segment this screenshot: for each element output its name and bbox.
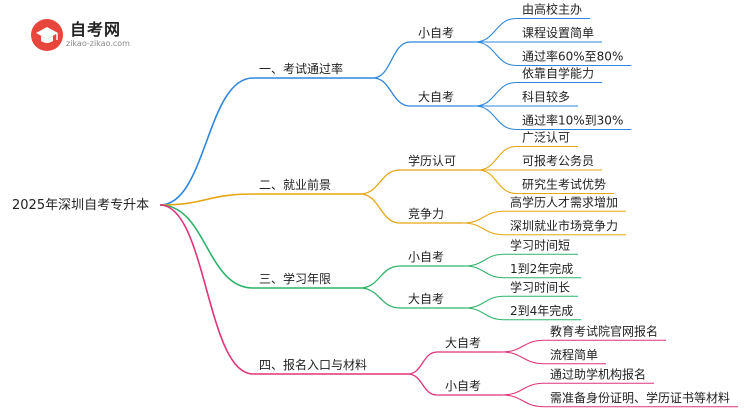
group-label: 大自考: [445, 336, 481, 350]
leaf-connector: [501, 382, 545, 396]
group-label: 大自考: [418, 90, 454, 104]
leaf-connector: [462, 210, 505, 224]
group-label: 小自考: [418, 26, 454, 40]
logo-title: 自考网: [70, 20, 122, 39]
leaf-label: 可报考公务员: [522, 153, 594, 168]
group-connector: [359, 287, 401, 309]
branch-connector: [159, 204, 254, 289]
group-connector: [372, 41, 411, 79]
leaf-label: 1到2年完成: [510, 261, 573, 276]
leaf-label: 研究生考试优势: [522, 177, 606, 192]
leaf-label: 广泛认可: [522, 131, 570, 145]
leaf-label: 学习时间长: [510, 279, 570, 294]
leaf-label: 通过助学机构报名: [550, 366, 646, 381]
leaf-label: 由高校主办: [522, 2, 582, 17]
leaf-label: 需准备身份证明、学历证书等材料: [550, 390, 730, 405]
leaf-label: 科目较多: [522, 89, 570, 104]
branch-label: 四、报名入口与材料: [259, 357, 367, 372]
logo-url: zikao-zikao.com: [66, 39, 130, 48]
leaf-label: 依靠自学能力: [522, 66, 594, 81]
branch-label: 一、考试通过率: [259, 61, 343, 76]
leaf-label: 通过率10%到30%: [522, 113, 623, 128]
leaf-connector: [477, 145, 517, 171]
leaf-connector: [464, 265, 505, 279]
group-connector: [372, 77, 411, 107]
leaf-connector: [501, 339, 545, 353]
leaf-connector: [464, 295, 505, 309]
group-connector: [359, 265, 401, 289]
root-topic: 2025年深圳自考专升本: [12, 198, 149, 213]
site-logo: 自考网 zikao-zikao.com: [30, 14, 170, 58]
leaf-connector: [474, 17, 517, 43]
group-label: 小自考: [445, 379, 481, 393]
leaf-label: 通过率60%至80%: [522, 49, 623, 64]
leaf-connector: [501, 394, 545, 408]
group-label: 大自考: [408, 292, 444, 306]
leaf-label: 深圳就业市场竞争力: [510, 218, 618, 233]
group-connector: [359, 169, 401, 195]
leaf-connector: [501, 351, 545, 365]
leaf-label: 课程设置简单: [522, 25, 594, 40]
leaf-label: 学习时间短: [510, 237, 570, 252]
leaf-label: 教育考试院官网报名: [550, 323, 658, 338]
leaf-label: 2到4年完成: [510, 303, 573, 318]
branch-connector: [159, 193, 254, 206]
leaf-label: 流程简单: [550, 347, 598, 362]
group-label: 小自考: [408, 250, 444, 264]
branch-label: 三、学习年限: [259, 271, 331, 286]
leaf-connector: [474, 105, 517, 131]
leaf-label: 高学历人才需求增加: [510, 194, 618, 209]
leaf-connector: [464, 307, 505, 321]
leaf-connector: [462, 222, 505, 236]
leaf-connector: [477, 169, 517, 195]
group-label: 学历认可: [408, 153, 456, 168]
leaf-connector: [464, 253, 505, 267]
group-connector: [407, 351, 438, 375]
branch-connector: [159, 77, 254, 206]
group-connector: [359, 193, 401, 224]
leaf-connector: [474, 41, 517, 67]
branch-connector: [159, 204, 254, 375]
group-label: 竞争力: [408, 207, 444, 221]
branch-label: 二、就业前景: [259, 177, 331, 192]
graduation-cap-icon: [31, 19, 63, 51]
leaf-connector: [474, 81, 517, 107]
group-connector: [407, 373, 438, 396]
